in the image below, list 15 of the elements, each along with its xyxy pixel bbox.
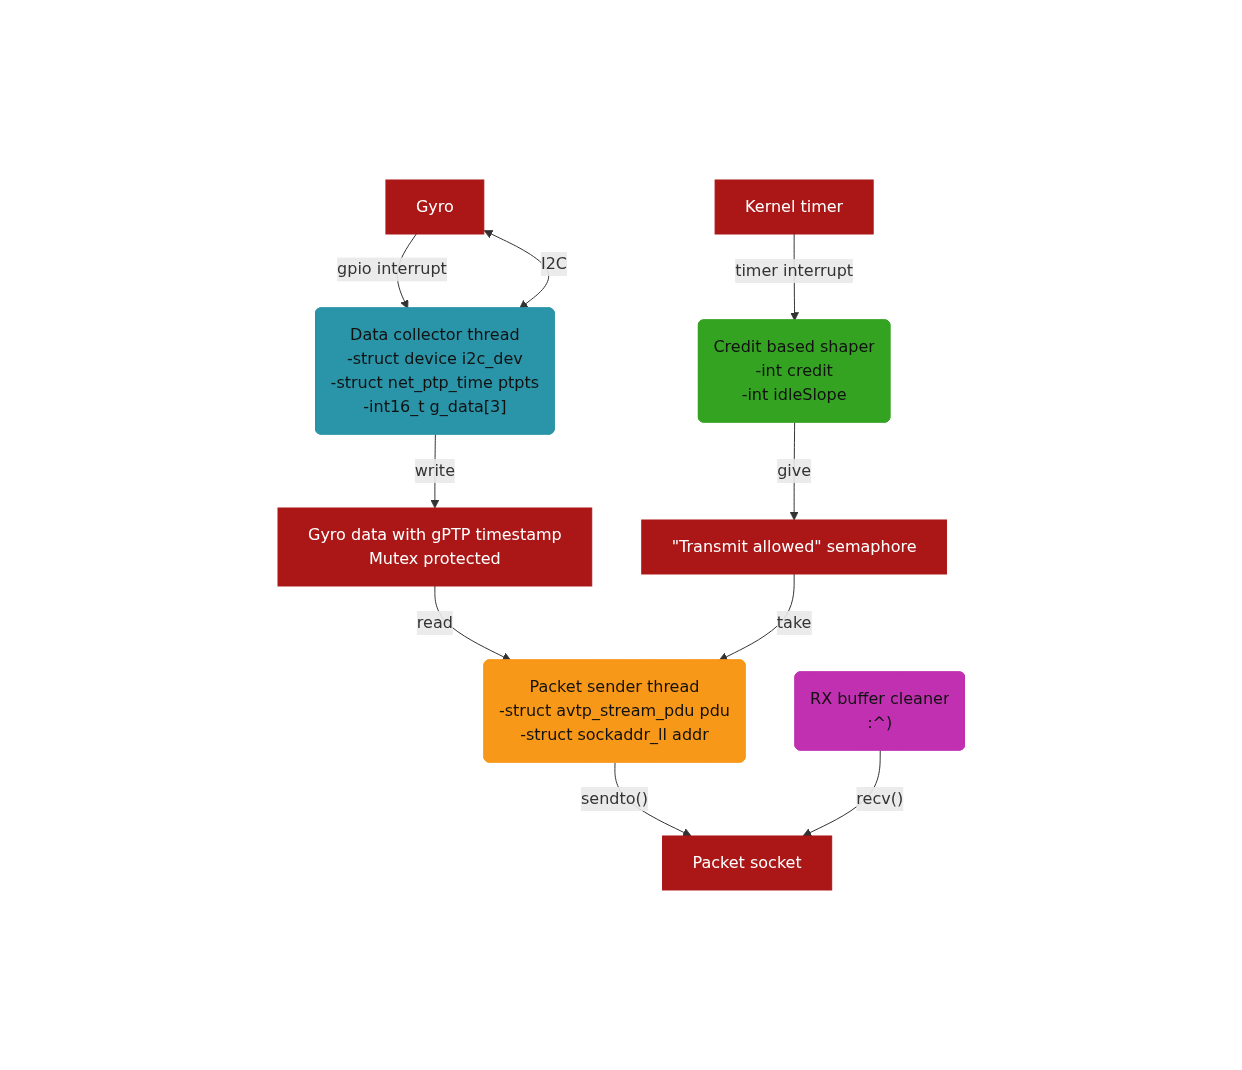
node-box: Kernel timer (714, 179, 874, 235)
edge-label: timer interrupt (734, 261, 853, 280)
edge-label: I2C (540, 254, 567, 274)
edge-label: read (416, 612, 453, 632)
edge-label: recv() (856, 788, 903, 808)
edge-label: take (776, 612, 812, 632)
edge-label: gpio interrupt (336, 259, 447, 279)
arrow (483, 230, 549, 309)
node-box: Gyro data with gPTP timestamp Mutex protected (277, 507, 592, 587)
edge-label: give (776, 460, 811, 480)
node-box: Packet socket (661, 835, 832, 891)
edge-label: write (414, 460, 455, 480)
node-box: "Transmit allowed" semaphore (641, 519, 947, 575)
edge-label: sendto() (580, 788, 648, 808)
node-box: Gyro (385, 179, 485, 235)
